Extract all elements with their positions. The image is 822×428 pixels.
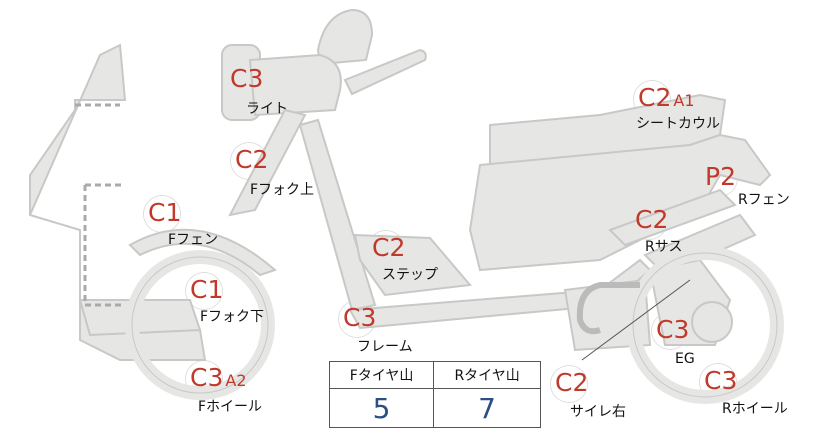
light-code: C3 — [226, 62, 263, 98]
front-fender-shape — [128, 228, 277, 277]
rear-tire-tread-header: Rタイヤ山 — [433, 361, 541, 389]
step-shape — [353, 233, 472, 297]
f-wheel-subcode: A2 — [225, 371, 247, 390]
seat-cowl-label: シートカウル — [636, 116, 720, 132]
light-label: ライト — [246, 101, 288, 117]
engine-code: C3 — [652, 313, 689, 349]
fork-upper-shape — [228, 108, 307, 217]
f-fender-code: C1 — [144, 196, 181, 232]
r-suspension-label: Rサス — [645, 239, 683, 255]
f-fork-lower-code: C1 — [186, 273, 223, 309]
muffler-label: サイレ右 — [570, 404, 626, 420]
seat-cowl-shape — [468, 133, 772, 272]
front-tire-tread-header: Fタイヤ山 — [328, 361, 435, 389]
muffler-code: C2 — [551, 366, 588, 402]
frame-code: C3 — [339, 301, 376, 337]
r-fender-code: P2 — [701, 160, 737, 196]
frame-tube-shape — [298, 118, 377, 312]
handlebar-shape — [343, 48, 427, 96]
f-fork-lower-label: Fフォク下 — [200, 309, 265, 325]
f-fender-label: Fフェン — [168, 232, 219, 248]
tire-tread-table: Fタイヤ山 Rタイヤ山 5 7 — [328, 361, 541, 428]
frame-label: フレーム — [357, 339, 413, 355]
engine-label: EG — [675, 351, 695, 367]
rear-tire-tread-value: 7 — [433, 388, 541, 428]
r-wheel-label: Rホイール — [722, 401, 788, 417]
r-fender-label: Rフェン — [738, 192, 790, 208]
step-label: ステップ — [382, 267, 438, 283]
r-suspension-code: C2 — [631, 203, 668, 239]
mirror-shape — [316, 8, 374, 66]
rear-suspension-shape — [608, 188, 737, 247]
floor-panel-shape — [78, 299, 202, 337]
r-wheel-code: C3 — [700, 364, 737, 400]
front-tire-tread-value: 5 — [328, 388, 435, 428]
f-fork-upper-code: C2 — [231, 143, 268, 179]
f-wheel-label: Fホイール — [198, 399, 263, 415]
handlebar-cover-shape — [248, 53, 342, 117]
seat-cowl-subcode: A1 — [673, 91, 695, 110]
f-fork-upper-label: Fフォク上 — [250, 182, 315, 198]
step-code: C2 — [368, 231, 405, 267]
